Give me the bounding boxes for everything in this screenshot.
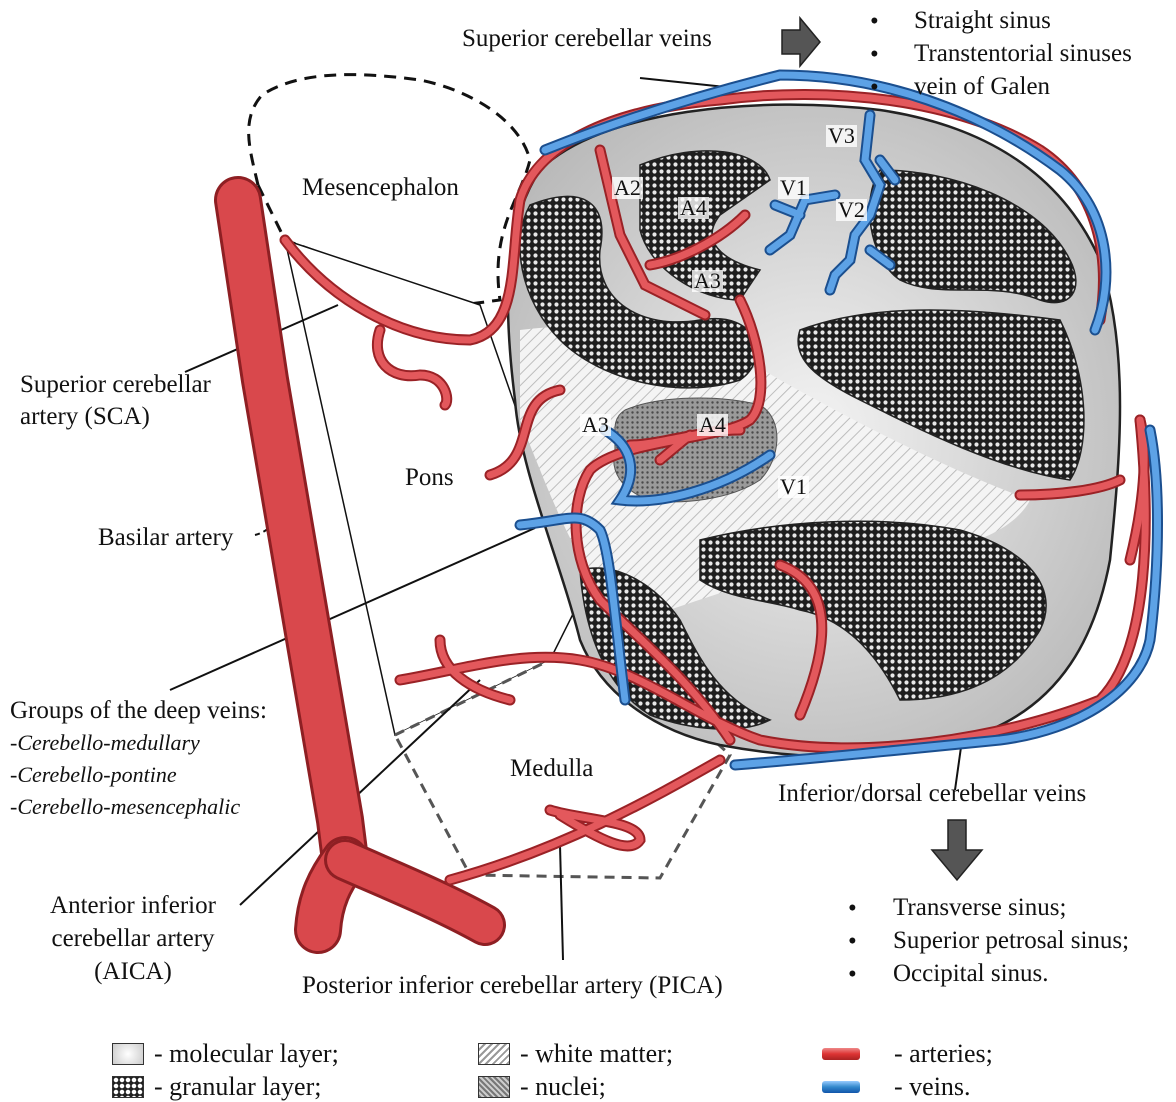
inferior-bullet-3: • bbox=[848, 962, 857, 987]
inferior-bullet-1: • bbox=[848, 896, 857, 921]
segment-tag-a3-mid: A3 bbox=[580, 414, 611, 436]
mesencephalon-label: Mesencephalon bbox=[302, 175, 459, 200]
sca-label-line1: Superior cerebellar bbox=[20, 372, 211, 397]
inferior-cerebellar-veins-label: Inferior/dorsal cerebellar veins bbox=[778, 781, 1086, 806]
drain-target-straight-sinus: Straight sinus bbox=[914, 8, 1051, 33]
legend-nuclei: - nuclei; bbox=[478, 1074, 606, 1100]
aica-label-line2: cerebellar artery bbox=[38, 926, 228, 951]
legend-molecular: - molecular layer; bbox=[112, 1041, 339, 1067]
basilar-artery-label: Basilar artery bbox=[98, 525, 233, 550]
aica-label-line1: Anterior inferior bbox=[38, 893, 228, 918]
sca-label-line2: artery (SCA) bbox=[20, 404, 150, 429]
artery-swatch-icon bbox=[822, 1048, 860, 1060]
granular-swatch-icon bbox=[112, 1076, 144, 1098]
legend-white-matter: - white matter; bbox=[478, 1041, 673, 1067]
medulla-label: Medulla bbox=[510, 756, 593, 781]
drain-target-transtentorial: Transtentorial sinuses bbox=[914, 41, 1132, 66]
segment-tag-v1-mid: V1 bbox=[778, 476, 809, 498]
drain-bullet-1: • bbox=[870, 9, 879, 34]
vein-swatch-icon bbox=[822, 1081, 860, 1093]
legend-veins: - veins. bbox=[822, 1074, 971, 1100]
deep-vein-medullary: -Cerebello-medullary bbox=[10, 732, 200, 754]
inferior-bullet-2: • bbox=[848, 929, 857, 954]
aica-label-line3: (AICA) bbox=[38, 959, 228, 984]
segment-tag-v3: V3 bbox=[826, 125, 857, 147]
segment-tag-a4-top: A4 bbox=[678, 197, 709, 219]
drain-target-vein-of-galen: vein of Galen bbox=[914, 74, 1050, 99]
inferior-target-transverse: Transverse sinus; bbox=[893, 895, 1066, 920]
nuclei-swatch-icon bbox=[478, 1076, 510, 1098]
legend-granular: - granular layer; bbox=[112, 1074, 321, 1100]
superior-drain-arrow-icon bbox=[782, 18, 820, 66]
pons-label: Pons bbox=[405, 465, 454, 490]
deep-vein-mesencephalic: -Cerebello-mesencephalic bbox=[10, 796, 240, 818]
segment-tag-a2: A2 bbox=[612, 177, 643, 199]
deep-veins-title: Groups of the deep veins: bbox=[10, 698, 267, 723]
drain-bullet-2: • bbox=[870, 42, 879, 67]
drain-bullet-3: • bbox=[870, 75, 879, 100]
superior-cerebellar-veins-label: Superior cerebellar veins bbox=[462, 26, 712, 51]
inferior-target-superior-petrosal: Superior petrosal sinus; bbox=[893, 928, 1129, 953]
segment-tag-v2: V2 bbox=[836, 199, 867, 221]
white-matter-swatch-icon bbox=[478, 1043, 510, 1065]
segment-tag-a4-mid: A4 bbox=[697, 414, 728, 436]
inferior-drain-arrow-icon bbox=[932, 820, 982, 880]
segment-tag-a3-top: A3 bbox=[692, 270, 723, 292]
deep-vein-pontine: -Cerebello-pontine bbox=[10, 764, 177, 786]
inferior-target-occipital: Occipital sinus. bbox=[893, 961, 1049, 986]
legend-arteries: - arteries; bbox=[822, 1041, 993, 1067]
pica-label: Posterior inferior cerebellar artery (PI… bbox=[302, 973, 723, 998]
molecular-swatch-icon bbox=[112, 1043, 144, 1065]
segment-tag-v1-top: V1 bbox=[778, 177, 809, 199]
